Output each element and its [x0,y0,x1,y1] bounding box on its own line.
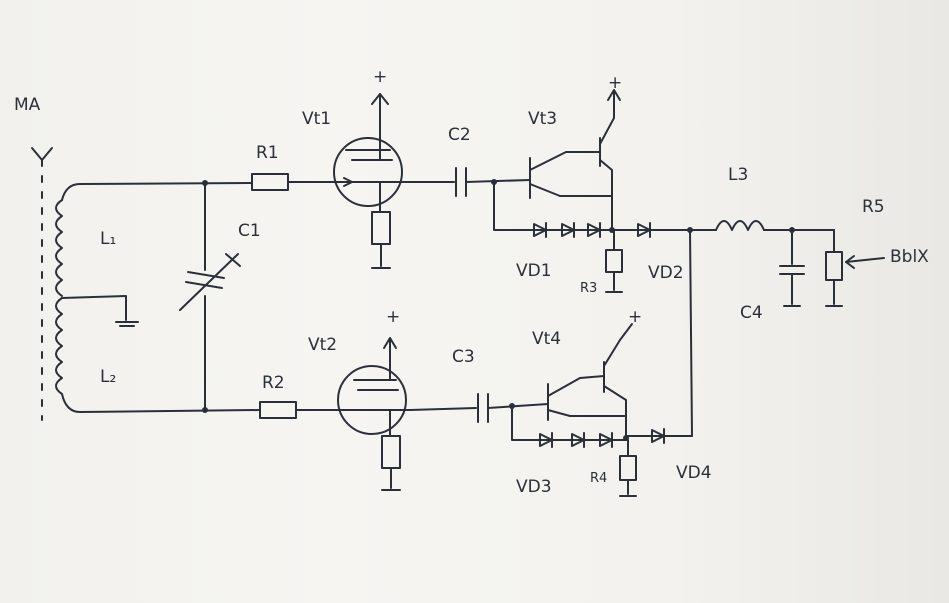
label-vd3: VD3 [516,477,552,497]
label-r1: R1 [256,143,279,163]
junction-dot [609,227,615,233]
label-r4: R4 [590,471,607,486]
label-plus-vt4: + [628,307,642,327]
transistor-vt3 [529,89,621,229]
capacitor-c3 [477,393,489,423]
label-vt2: Vt2 [308,335,337,355]
label-r2: R2 [262,373,285,393]
junction-dot [623,435,629,441]
label-l1: L₁ [100,229,116,249]
coil-l2 [55,297,63,395]
variable-capacitor-c1 [179,253,241,311]
label-vt3: Vt3 [528,109,557,129]
label-vd1: VD1 [516,261,552,281]
label-l3: L3 [728,165,748,185]
junction-dot [509,403,515,409]
capacitor-c2 [455,167,467,197]
diode-vd2 [637,222,651,238]
source-resistor-vt1 [371,211,391,245]
coil-tap-wire [61,295,127,321]
diode-vd4 [651,428,665,444]
label-c3: C3 [452,347,475,367]
junction-dot [202,180,208,186]
coil-l3 [715,220,765,231]
transistor-vt4 [547,323,633,437]
label-output: BblX [890,247,929,267]
resistor-r4 [619,455,637,481]
label-vd4: VD4 [676,463,712,483]
label-vd2: VD2 [648,263,684,283]
potentiometer-r5 [825,251,843,281]
label-vt4: Vt4 [532,329,561,349]
antenna-symbol [31,147,53,421]
resistor-r2 [259,401,297,419]
capacitor-c4 [779,265,805,275]
transistor-vt1 [329,93,403,213]
ground-symbol [115,321,139,327]
label-r3: R3 [580,281,597,296]
resistor-r3 [605,249,623,273]
transistor-vt2 [337,337,411,437]
label-plus-vt1: + [373,67,387,87]
label-vt1: Vt1 [302,109,331,129]
label-ma: MA [14,95,41,115]
diode-chain-vd1 [533,222,601,238]
label-c4: C4 [740,303,763,323]
label-c2: C2 [448,125,471,145]
label-plus-vt3: + [608,73,622,93]
diode-chain-vd3 [539,432,613,448]
coil-l1 [55,199,63,297]
junction-dot [491,179,497,185]
label-c1: C1 [238,221,261,241]
junction-dot [202,407,208,413]
output-arrow-icon [845,255,855,269]
label-r5: R5 [862,197,885,217]
resistor-r1 [251,173,289,191]
source-resistor-vt2 [381,435,401,469]
label-l2: L₂ [100,367,116,387]
output-arrow-line [845,257,885,263]
label-plus-vt2: + [386,307,400,327]
